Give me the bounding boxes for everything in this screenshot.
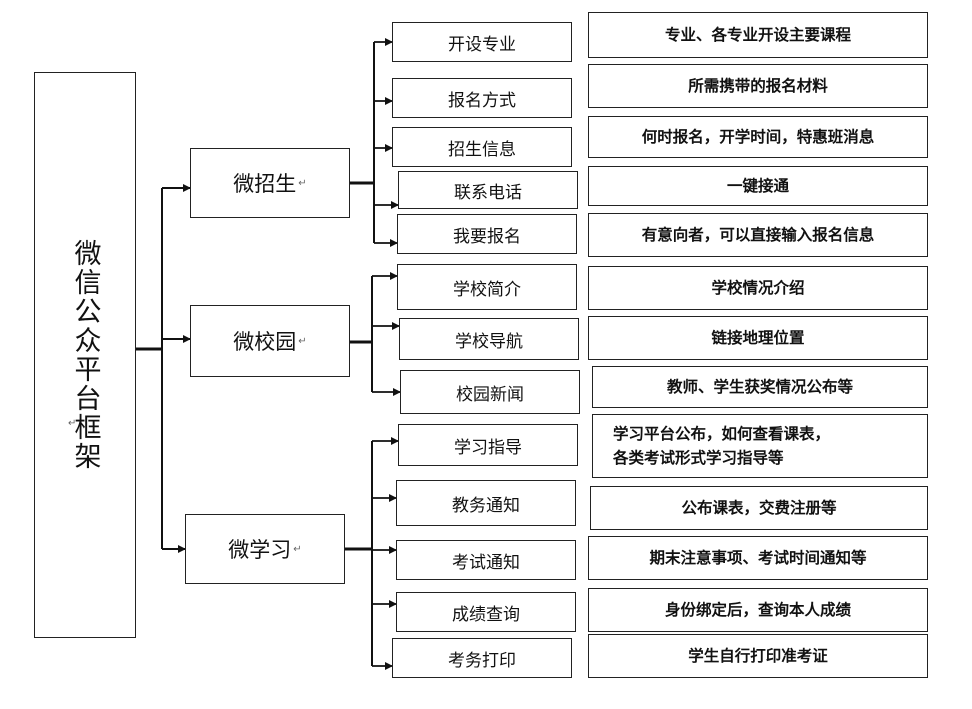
item-campus-news: 校园新闻 <box>400 370 580 414</box>
item-desc: 专业、各专业开设主要课程 <box>664 25 851 44</box>
desc-score-query: 身份绑定后，查询本人成绩 <box>588 588 928 632</box>
item-label: 开设专业 <box>448 34 516 55</box>
item-study-guide: 学习指导 <box>398 424 578 466</box>
item-desc: 何时报名，开学时间，特惠班消息 <box>641 127 875 146</box>
item-score-query: 成绩查询 <box>396 592 576 632</box>
item-desc-line2: 各类考试形式学习指导等 <box>613 449 784 467</box>
desc-study-guide: 学习平台公布，如何查看课表， 各类考试形式学习指导等 <box>592 414 928 478</box>
desc-contact-phone: 一键接通 <box>588 166 928 206</box>
return-mark-icon: ↵ <box>298 335 307 347</box>
item-majors: 开设专业 <box>392 22 572 62</box>
section-label: 微招生 <box>233 172 297 196</box>
item-label: 教务通知 <box>452 495 520 516</box>
item-exam-notice: 考试通知 <box>396 540 576 580</box>
item-label: 学校导航 <box>455 331 523 352</box>
item-label: 我要报名 <box>453 226 521 247</box>
root-return-mark-icon: ↵ <box>68 418 77 429</box>
section-campus: 微校园↵ <box>190 305 350 377</box>
item-enroll-method: 报名方式 <box>392 78 572 118</box>
root-label: 微信公众平台框架 <box>69 239 101 471</box>
item-desc: 教师、学生获奖情况公布等 <box>666 377 853 396</box>
return-mark-icon: ↵ <box>293 543 302 555</box>
item-desc: 一键接通 <box>726 176 789 195</box>
desc-school-intro: 学校情况介绍 <box>588 266 928 310</box>
item-label: 成绩查询 <box>452 604 520 625</box>
item-school-nav: 学校导航 <box>399 318 579 360</box>
item-label: 学校简介 <box>453 279 521 300</box>
item-desc: 学生自行打印准考证 <box>688 646 828 665</box>
item-desc: 公布课表，交费注册等 <box>681 498 837 517</box>
item-admission-info: 招生信息 <box>392 127 572 167</box>
item-desc: 链接地理位置 <box>711 328 805 347</box>
desc-campus-news: 教师、学生获奖情况公布等 <box>592 366 928 408</box>
desc-school-nav: 链接地理位置 <box>588 316 928 360</box>
desc-academic-notice: 公布课表，交费注册等 <box>590 486 928 530</box>
item-label: 报名方式 <box>448 90 516 111</box>
section-learning: 微学习↵ <box>185 514 345 584</box>
item-label: 联系电话 <box>454 182 522 203</box>
item-desc: 期末注意事项、考试时间通知等 <box>649 548 867 567</box>
item-label: 学习指导 <box>454 437 522 458</box>
item-desc: 学校情况介绍 <box>711 278 805 297</box>
item-exam-print: 考务打印 <box>392 638 572 678</box>
desc-apply: 有意向者，可以直接输入报名信息 <box>588 213 928 257</box>
item-academic-notice: 教务通知 <box>396 480 576 526</box>
item-desc: 有意向者，可以直接输入报名信息 <box>641 225 875 244</box>
section-label: 微学习 <box>228 538 292 562</box>
desc-enroll-method: 所需携带的报名材料 <box>588 64 928 108</box>
item-school-intro: 学校简介 <box>397 264 577 310</box>
section-recruitment: 微招生↵ <box>190 148 350 218</box>
return-mark-icon: ↵ <box>298 177 307 189</box>
desc-exam-notice: 期末注意事项、考试时间通知等 <box>588 536 928 580</box>
item-label: 校园新闻 <box>456 384 524 405</box>
item-desc: 所需携带的报名材料 <box>688 76 828 95</box>
item-label: 考务打印 <box>448 650 516 671</box>
item-contact-phone: 联系电话 <box>398 171 578 209</box>
section-label: 微校园 <box>233 330 297 354</box>
desc-majors: 专业、各专业开设主要课程 <box>588 12 928 58</box>
item-label: 招生信息 <box>448 139 516 160</box>
desc-admission-info: 何时报名，开学时间，特惠班消息 <box>588 116 928 158</box>
item-desc: 学习平台公布，如何查看课表， <box>613 424 831 443</box>
root-node: 微信公众平台框架 <box>34 72 136 638</box>
item-desc: 身份绑定后，查询本人成绩 <box>664 600 851 619</box>
item-label: 考试通知 <box>452 552 520 573</box>
desc-exam-print: 学生自行打印准考证 <box>588 634 928 678</box>
item-apply: 我要报名 <box>397 214 577 254</box>
